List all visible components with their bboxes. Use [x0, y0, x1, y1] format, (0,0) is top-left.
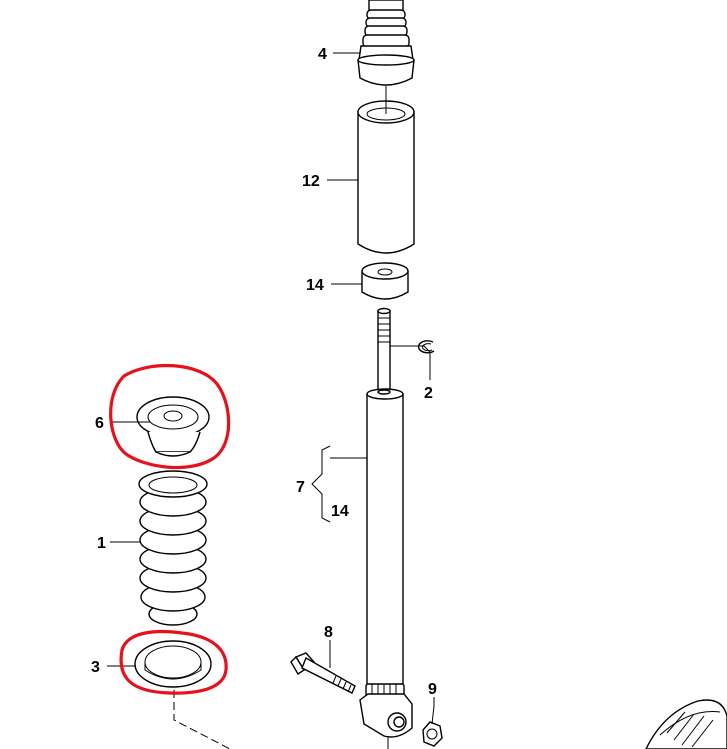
part-9-nut — [422, 721, 443, 747]
callout-2: 2 — [424, 385, 433, 402]
callout-12: 12 — [302, 173, 320, 190]
callout-labels: 4 12 14 2 6 7 14 1 8 3 9 — [91, 46, 437, 698]
part-6-spring-seat — [136, 396, 210, 457]
adjacent-part-fragment — [645, 699, 727, 749]
callout-9: 9 — [428, 681, 437, 698]
part-7-shock-absorber — [359, 307, 413, 749]
part-14-bushing — [361, 262, 409, 300]
part-8-bolt — [290, 652, 356, 694]
callout-14-lower: 14 — [331, 503, 349, 520]
callout-8: 8 — [324, 624, 333, 641]
highlight-part-3 — [119, 630, 228, 695]
callout-4: 4 — [318, 46, 327, 63]
callout-14-upper: 14 — [306, 277, 324, 294]
part-2-circlip — [417, 340, 435, 354]
part-3-lower-spring-seat — [134, 640, 212, 688]
highlight-part-6 — [109, 363, 231, 470]
callout-6: 6 — [95, 415, 104, 432]
callout-3: 3 — [91, 659, 100, 676]
part-12-dust-tube — [357, 92, 415, 254]
highlight-markings — [109, 363, 231, 695]
part-4-bump-stop — [357, 0, 415, 86]
callout-7: 7 — [296, 479, 305, 496]
callout-1: 1 — [97, 535, 106, 552]
part-1-coil-spring — [138, 470, 208, 626]
